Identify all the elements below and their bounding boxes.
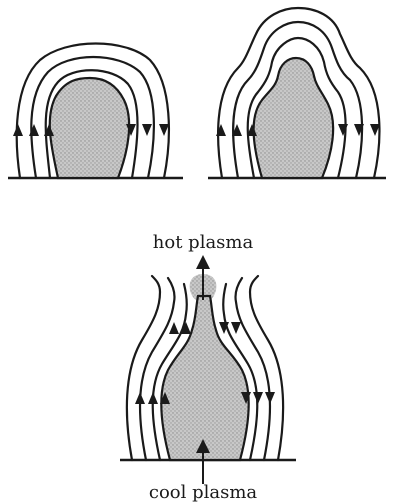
panel-1-plasma-blob — [50, 78, 129, 178]
cool-plasma-label: cool plasma — [149, 482, 258, 502]
hot-plasma-label: hot plasma — [153, 232, 254, 253]
panel-3: hot plasma cool plasma — [120, 232, 296, 502]
panel-2-plasma-blob — [254, 58, 334, 178]
panel-1 — [8, 44, 183, 179]
panel-3-plasma-body — [161, 296, 249, 460]
panel-2 — [208, 8, 386, 178]
